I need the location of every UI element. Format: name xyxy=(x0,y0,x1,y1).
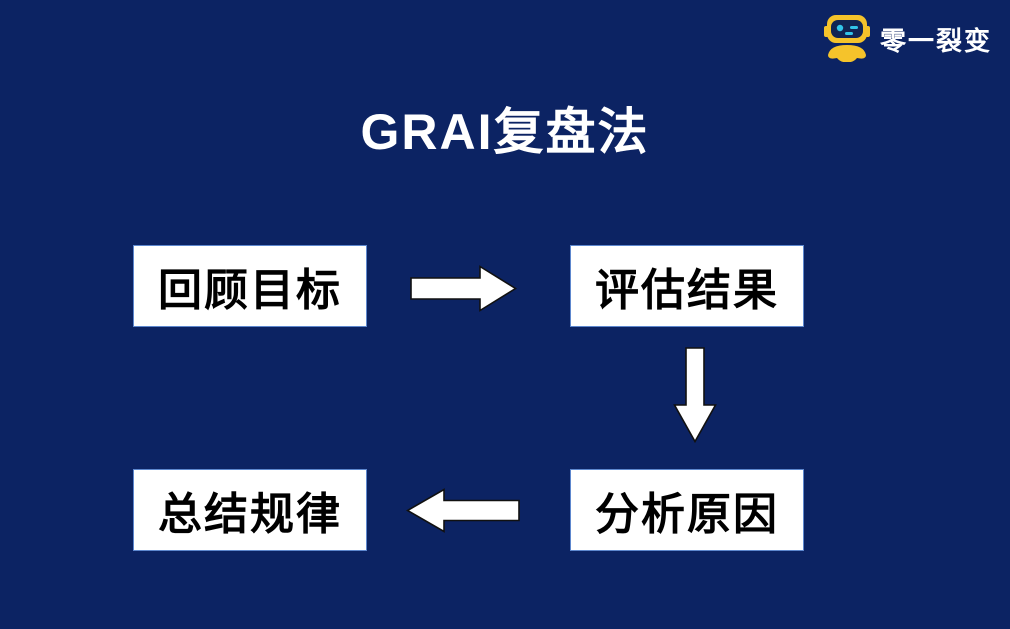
box-label: 评估结果 xyxy=(595,266,779,315)
right-arrow-icon xyxy=(410,265,517,312)
robot-icon xyxy=(823,15,870,62)
left-arrow-icon xyxy=(406,488,520,533)
box-label: 分析原因 xyxy=(595,490,779,539)
box-review-goals: 回顾目标 xyxy=(133,245,367,327)
brand-name: 零一裂变 xyxy=(879,26,992,56)
box-label: 总结规律 xyxy=(158,490,342,539)
box-evaluate-results: 评估结果 xyxy=(570,245,804,327)
down-arrow-icon xyxy=(673,347,717,443)
box-analyze-reasons: 分析原因 xyxy=(570,469,804,551)
brand-logo: 零一裂变 xyxy=(823,14,992,62)
page-title: GRAI复盘法 xyxy=(360,104,650,160)
box-label: 回顾目标 xyxy=(158,266,342,315)
box-summarize-rules: 总结规律 xyxy=(133,469,367,551)
